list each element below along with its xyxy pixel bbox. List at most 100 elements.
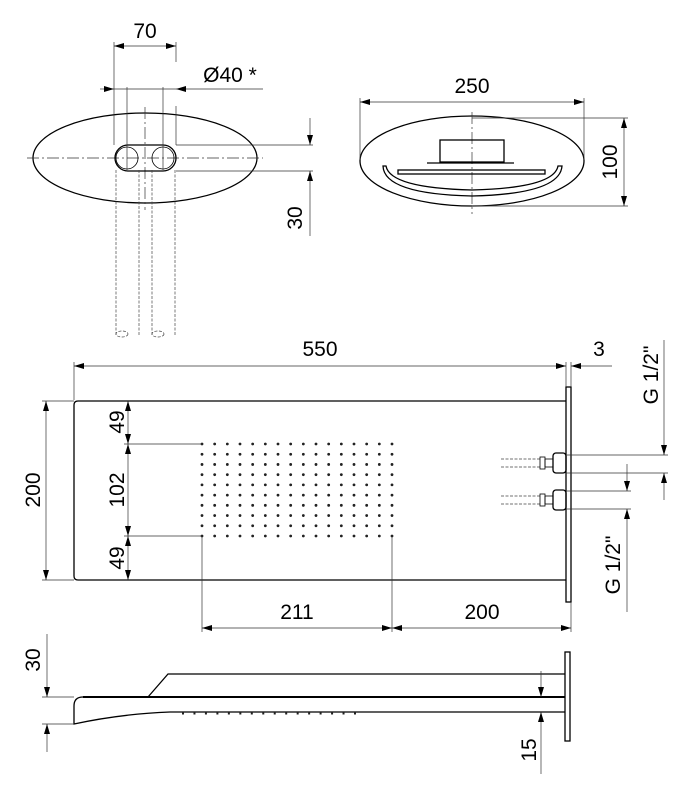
nozzle-dot bbox=[339, 493, 343, 497]
wall-plate bbox=[564, 651, 571, 742]
nozzle-dot bbox=[263, 463, 267, 466]
nozzle-dot bbox=[314, 452, 318, 456]
nozzle-dot bbox=[263, 514, 267, 517]
nozzle-dot bbox=[339, 524, 343, 528]
nozzle-dot bbox=[238, 442, 242, 446]
nozzle-width-dim-label: 211 bbox=[280, 601, 313, 624]
nozzle-dot bbox=[301, 442, 305, 446]
nozzle-dot bbox=[251, 452, 255, 456]
front-view: 550 3 200 49 102 49 211 200 G 1/2" G 1/2… bbox=[22, 338, 668, 632]
nozzle-dot bbox=[377, 473, 381, 477]
nozzle-dot bbox=[301, 534, 305, 538]
nozzle-dot bbox=[377, 452, 381, 456]
nozzle-dot bbox=[213, 442, 217, 446]
nozzle-dot bbox=[276, 483, 280, 487]
nozzle-dot bbox=[213, 493, 217, 497]
nozzle-dot bbox=[200, 473, 204, 477]
nozzle-dot bbox=[251, 524, 255, 528]
nozzle-dot bbox=[301, 463, 305, 466]
nozzle-dot bbox=[365, 514, 369, 517]
side-nozzle bbox=[296, 712, 299, 715]
nozzle-dot bbox=[213, 452, 217, 456]
nozzle-dot bbox=[289, 514, 293, 517]
nozzle-dot bbox=[251, 503, 255, 507]
nozzle-dot bbox=[339, 473, 343, 477]
nozzle-dot bbox=[276, 442, 280, 446]
nozzle-dot bbox=[263, 524, 267, 528]
nozzle-dot bbox=[289, 524, 293, 528]
nozzle-dot bbox=[314, 473, 318, 477]
nozzle-dot bbox=[390, 503, 394, 507]
height-dim-label: 100 bbox=[599, 144, 622, 179]
nozzle-dot bbox=[390, 534, 394, 538]
nozzle-dot bbox=[213, 463, 217, 466]
nozzle-dot bbox=[301, 483, 305, 487]
nozzle-dot bbox=[314, 493, 318, 497]
nozzle-dot bbox=[200, 493, 204, 497]
nozzle-dot bbox=[339, 534, 343, 538]
nozzle-dot bbox=[213, 483, 217, 487]
nozzle-dot bbox=[390, 514, 394, 517]
side-nozzle bbox=[331, 712, 334, 715]
side-nozzle bbox=[250, 712, 253, 715]
nozzle-dot bbox=[263, 483, 267, 487]
nozzle-dot bbox=[301, 473, 305, 477]
nozzle-dot bbox=[225, 463, 229, 466]
nozzle-dot bbox=[213, 514, 217, 517]
nozzle-dot bbox=[238, 524, 242, 528]
nozzle-dot bbox=[365, 534, 369, 538]
nozzle-dot bbox=[200, 514, 204, 517]
nozzle-dot bbox=[238, 452, 242, 456]
nozzle-dot bbox=[377, 483, 381, 487]
nozzle-dot bbox=[276, 514, 280, 517]
nozzle-dot bbox=[327, 463, 331, 466]
body-profile bbox=[73, 696, 565, 725]
nozzle-dot bbox=[200, 452, 204, 456]
nozzle-dot bbox=[225, 514, 229, 517]
nozzle-dot bbox=[390, 493, 394, 497]
nozzle-dot bbox=[251, 534, 255, 538]
nozzle-dot bbox=[314, 483, 318, 487]
hidden-pipes bbox=[115, 170, 176, 338]
nozzle-dot bbox=[301, 503, 305, 507]
nozzle-dot bbox=[390, 452, 394, 456]
nozzle-dot bbox=[377, 503, 381, 507]
nozzle-dot bbox=[327, 483, 331, 487]
nozzle-dot bbox=[213, 503, 217, 507]
top-right-view: 250 100 bbox=[359, 75, 628, 214]
nozzle-dot bbox=[238, 534, 242, 538]
tray bbox=[382, 165, 563, 197]
nozzle-dot bbox=[225, 534, 229, 538]
depth-dim-label: 30 bbox=[284, 206, 307, 229]
side-nozzle bbox=[227, 712, 230, 715]
inlet-slot bbox=[114, 144, 177, 172]
nozzle-dot bbox=[365, 463, 369, 466]
upper-thread-dim-label: G 1/2" bbox=[640, 346, 663, 405]
nozzle-dot bbox=[289, 483, 293, 487]
side-nozzle bbox=[273, 712, 276, 715]
nozzle-dot bbox=[352, 473, 356, 477]
nozzle-dot bbox=[276, 493, 280, 497]
nozzle-dot bbox=[225, 452, 229, 456]
nozzle-dot bbox=[352, 493, 356, 497]
nozzle-dot bbox=[225, 473, 229, 477]
nozzle-dot bbox=[377, 524, 381, 528]
nozzle-dot bbox=[289, 463, 293, 466]
nozzle-dot bbox=[263, 452, 267, 456]
nozzle-dot bbox=[289, 493, 293, 497]
nozzle-dot bbox=[390, 442, 394, 446]
nozzle-dot bbox=[377, 442, 381, 446]
nozzle-dot bbox=[251, 473, 255, 477]
nozzle-dot bbox=[301, 452, 305, 456]
plate-offset-dim-label: 15 bbox=[518, 738, 541, 761]
nozzle-dot bbox=[365, 452, 369, 456]
side-nozzle bbox=[193, 712, 196, 715]
nozzle-offset-dim-label: 200 bbox=[464, 601, 499, 624]
nozzle-dot bbox=[238, 463, 242, 466]
nozzle-dot bbox=[213, 534, 217, 538]
nozzle-dot bbox=[301, 514, 305, 517]
nozzle-dot bbox=[276, 534, 280, 538]
nozzle-dot bbox=[327, 442, 331, 446]
nozzle-dot bbox=[289, 503, 293, 507]
nozzle-dot bbox=[263, 503, 267, 507]
